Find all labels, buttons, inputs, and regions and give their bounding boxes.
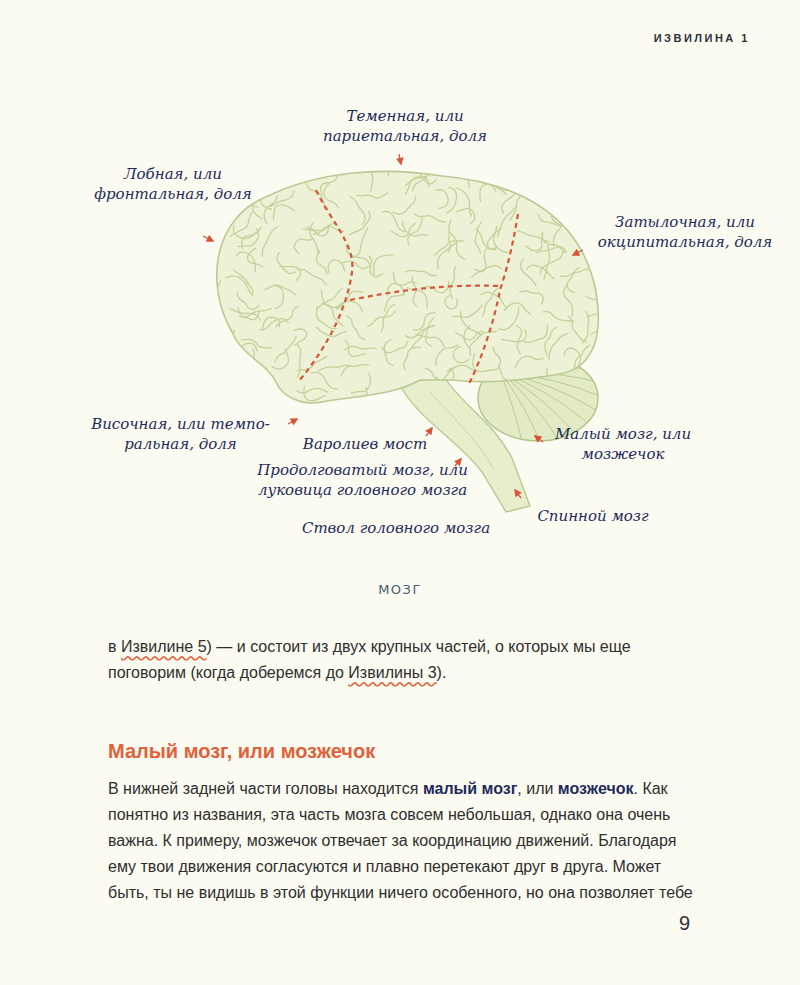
page-number: 9: [640, 910, 690, 936]
lobe-label: Теменная, или париетальная, доля: [310, 106, 500, 146]
part-label: Ствол головного мозга: [296, 518, 496, 538]
body-text: В нижней задней части головы находится: [108, 780, 423, 797]
body-text: в: [108, 638, 121, 655]
part-label: Продолговатый мозг, или луковица головно…: [230, 460, 495, 500]
body-text: . Как понятно из названия, эта часть моз…: [108, 780, 693, 901]
cross-reference: Извилины 3: [348, 664, 436, 681]
running-header: ИЗВИЛИНА 1: [560, 30, 750, 46]
cerebrum: [189, 135, 645, 425]
lobe-label: Височная, или темпо- ральная, доля: [78, 414, 283, 454]
body-paragraph: В нижней задней части головы находится м…: [108, 776, 693, 906]
lobe-borders: [298, 190, 518, 386]
figure-caption: МОЗГ: [300, 582, 500, 597]
cross-reference: Извилине 5: [121, 638, 207, 655]
lobe-label: Затылочная, или окципитальная, доля: [590, 212, 780, 252]
term: малый мозг: [423, 780, 517, 797]
leader-ticks: [203, 154, 583, 498]
lobe-label: Лобная, или фронтальная, доля: [88, 164, 258, 204]
part-label: Варолиев мост: [300, 434, 430, 454]
term: мозжечок: [558, 780, 634, 797]
body-text: ).: [437, 664, 447, 681]
body-text: , или: [517, 780, 558, 797]
section-heading: Малый мозг, или мозжечок: [108, 738, 693, 764]
body-paragraph: в Извилине 5) — и состоит из двух крупны…: [108, 634, 693, 686]
part-label: Спинной мозг: [528, 506, 658, 526]
part-label: Малый мозг, или мозжечок: [548, 424, 698, 464]
